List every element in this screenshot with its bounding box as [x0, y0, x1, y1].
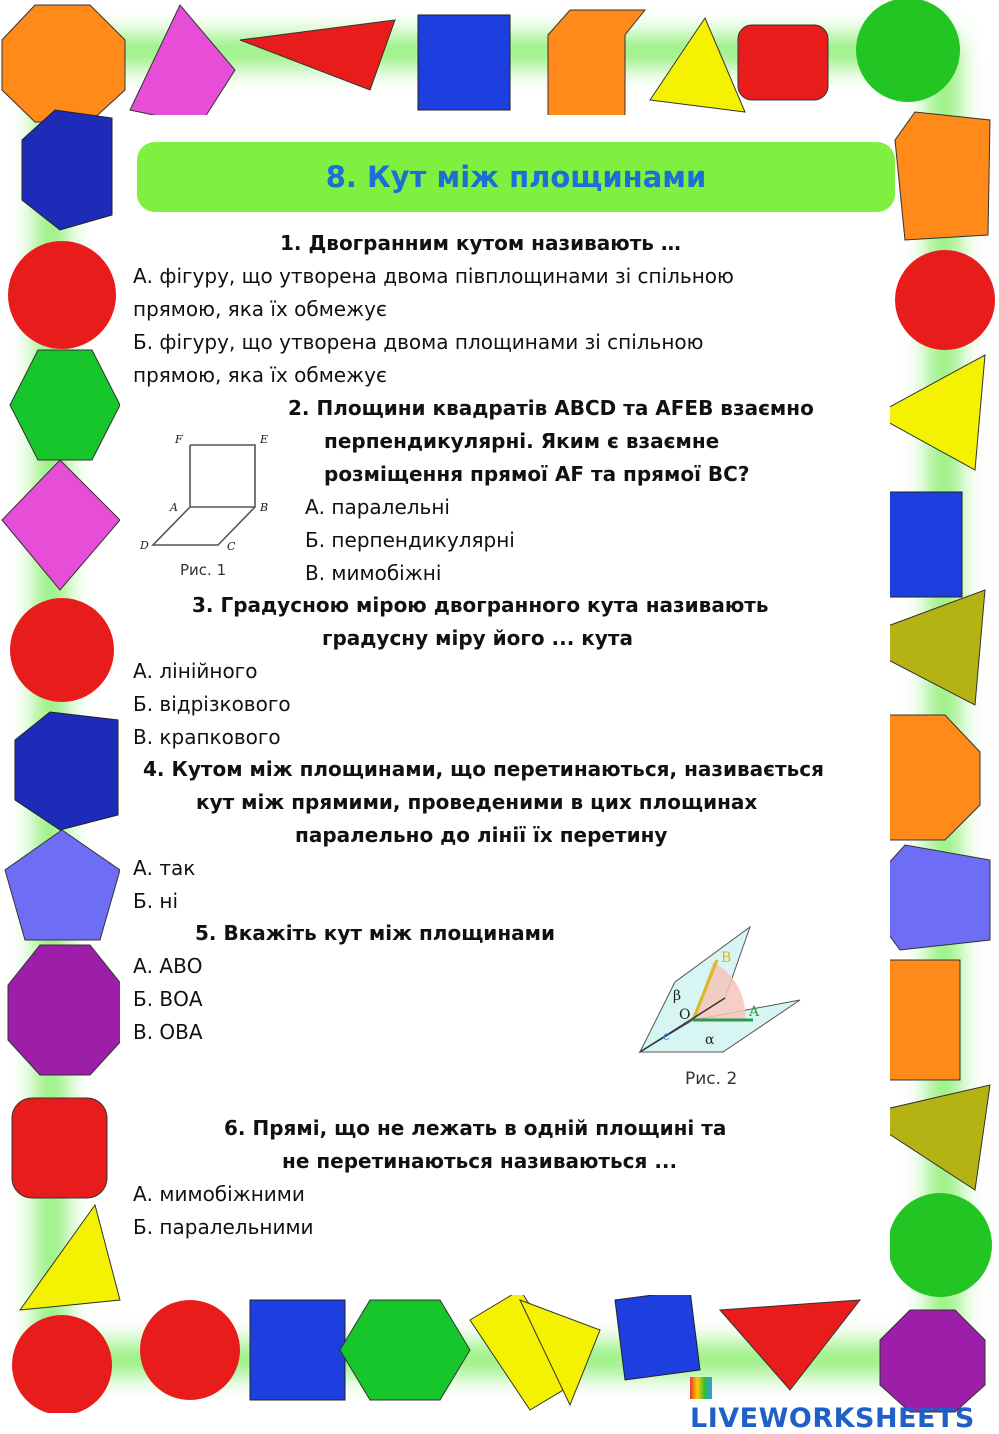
- question-4-line3: паралельно до лінії їх перетину: [295, 823, 668, 847]
- q5-option-c[interactable]: В. ОВА: [133, 1020, 203, 1044]
- q3-option-a[interactable]: А. лінійного: [133, 659, 258, 683]
- label-b: B: [259, 501, 268, 514]
- question-6-line2: не перетинаються називаються ...: [282, 1149, 678, 1173]
- q2-option-c[interactable]: В. мимобіжні: [305, 561, 442, 585]
- red-circle: [140, 1300, 240, 1400]
- question-2-line1: 2. Площини квадратів ABCD та AFEB взаємн…: [288, 396, 814, 420]
- yellow-triangle: [519, 1299, 601, 1407]
- figure-2-caption: Рис. 2: [685, 1069, 737, 1089]
- olive-triangle: [858, 1084, 991, 1191]
- label-b: B: [721, 950, 731, 966]
- blue-square: [249, 1299, 346, 1401]
- q5-option-a[interactable]: А. АВО: [133, 954, 203, 978]
- pink-diamond: [1, 459, 121, 591]
- figure-1-caption: Рис. 1: [180, 561, 226, 579]
- blue-cube: [14, 711, 119, 831]
- pink-pyramid: [129, 4, 236, 126]
- olive-triangle: [848, 589, 986, 706]
- green-hexagon: [339, 1299, 471, 1401]
- question-1: 1. Двогранним кутом називають …: [280, 231, 681, 255]
- q4-option-b[interactable]: Б. ні: [133, 889, 179, 913]
- red-cylinder: [11, 1097, 108, 1199]
- label-d: D: [139, 539, 149, 552]
- red-circle: [12, 1315, 112, 1413]
- red-cylinder: [737, 24, 829, 101]
- question-4-line2: кут між прямими, проведеними в цих площи…: [196, 790, 758, 814]
- question-4-line1: 4. Кутом між площинами, що перетинаються…: [143, 757, 824, 781]
- label-o: O: [679, 1007, 690, 1023]
- q6-option-a[interactable]: А. мимобіжними: [133, 1182, 305, 1206]
- q1-option-a-line2[interactable]: прямою, яка їх обмежує: [133, 297, 387, 321]
- q2-option-a[interactable]: А. паралельні: [305, 495, 450, 519]
- blue-square-tilted: [614, 1289, 701, 1381]
- yellow-triangle: [649, 16, 746, 113]
- red-circle: [895, 250, 995, 350]
- label-e: E: [259, 433, 268, 446]
- question-3-line2: градусну міру його ... кута: [322, 626, 634, 650]
- green-sphere: [856, 0, 960, 102]
- question-5: 5. Вкажіть кут між площинами: [195, 921, 555, 945]
- question-2-line3: розміщення прямої AF та прямої BC?: [324, 462, 750, 486]
- logo-text: LIVEWORKSHEETS: [690, 1403, 975, 1434]
- q3-option-c[interactable]: В. крапкового: [133, 725, 281, 749]
- yellow-triangle: [873, 354, 986, 471]
- label-a: A: [748, 1004, 760, 1020]
- purple-pentagon: [4, 829, 121, 941]
- label-alpha: α: [705, 1032, 715, 1048]
- blue-cube: [21, 109, 113, 231]
- label-a: A: [169, 501, 178, 514]
- purple-octagon: [7, 944, 123, 1076]
- orange-prism: [547, 9, 647, 121]
- label-c: c: [663, 1029, 670, 1043]
- q1-option-a-line1[interactable]: А. фігуру, що утворена двома півплощинам…: [133, 264, 734, 288]
- q2-option-b[interactable]: Б. перпендикулярні: [305, 528, 515, 552]
- green-hexagon: [9, 349, 121, 461]
- question-2-line2: перпендикулярні. Яким є взаємне: [324, 429, 720, 453]
- red-circle: [10, 598, 114, 702]
- label-beta: β: [673, 988, 681, 1004]
- green-sphere: [888, 1193, 992, 1297]
- purple-octagon: [879, 1309, 986, 1413]
- page-title: 8. Кут між площинами: [137, 142, 895, 212]
- red-cone: [239, 19, 396, 91]
- red-circle: [8, 241, 116, 349]
- yellow-triangle: [18, 1203, 121, 1311]
- orange-prism: [894, 111, 991, 241]
- logo-icon: [690, 1377, 712, 1399]
- q6-option-b[interactable]: Б. паралельними: [133, 1215, 314, 1239]
- blue-square: [417, 14, 511, 111]
- red-cone: [718, 1299, 862, 1391]
- question-3-line1: 3. Градусною мірою двогранного кута нази…: [192, 593, 769, 617]
- q4-option-a[interactable]: А. так: [133, 856, 196, 880]
- figure-2-planes: B β O A c α Рис. 2: [638, 925, 801, 1089]
- question-6-line1: 6. Прямі, що не лежать в одній площині т…: [224, 1116, 727, 1140]
- figure-1-squares: F E A B D C Рис. 1: [139, 433, 268, 579]
- q3-option-b[interactable]: Б. відрізкового: [133, 692, 291, 716]
- q1-option-b-line2[interactable]: прямою, яка їх обмежує: [133, 363, 387, 387]
- q5-option-b[interactable]: Б. ВОА: [133, 987, 203, 1011]
- liveworksheets-logo: LIVEWORKSHEETS: [690, 1372, 999, 1434]
- content-area: [120, 115, 890, 1295]
- label-c: C: [227, 540, 236, 553]
- q1-option-b-line1[interactable]: Б. фігуру, що утворена двома площинами з…: [133, 330, 704, 354]
- label-f: F: [174, 433, 183, 446]
- orange-octagon: [1, 4, 126, 123]
